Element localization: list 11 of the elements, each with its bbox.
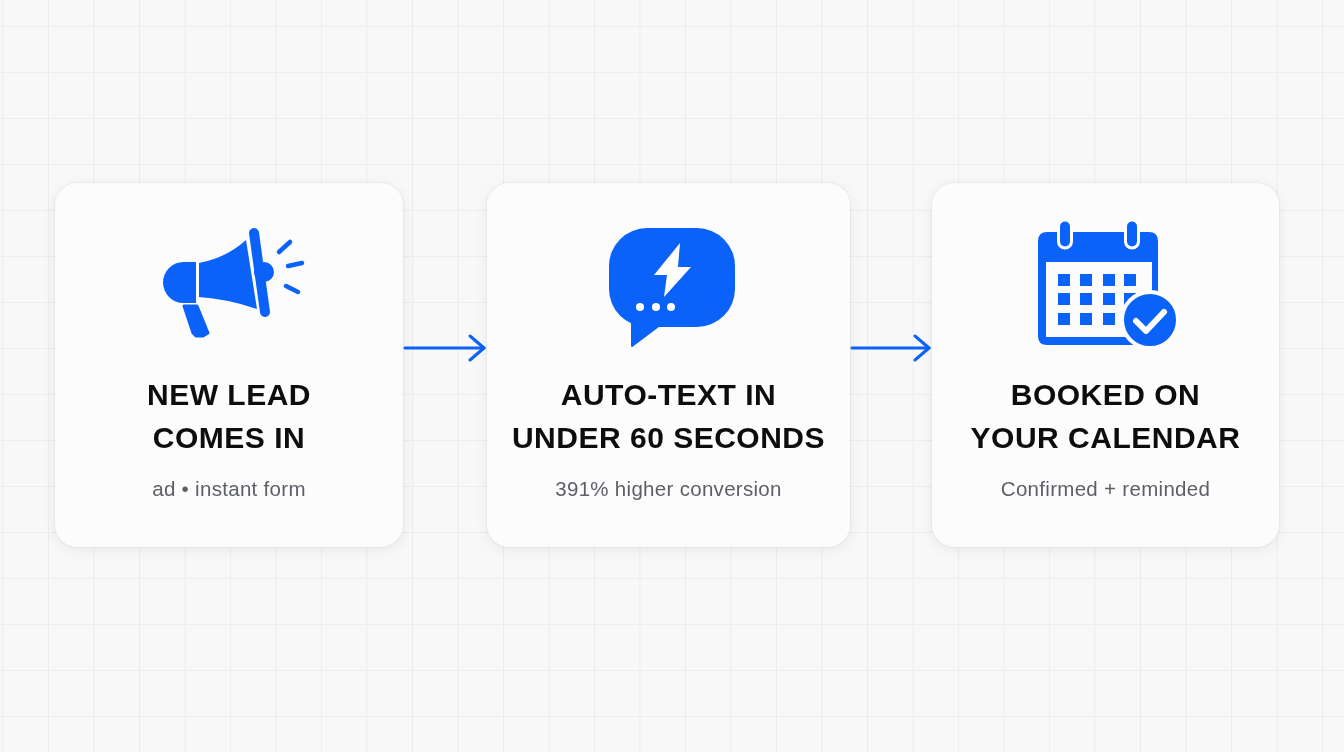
step-subtitle: 391% higher conversion [555,476,782,502]
step-subtitle: ad • instant form [152,476,306,502]
step-card [932,183,1279,547]
step-title: AUTO-TEXT IN UNDER 60 SECONDS [510,377,827,456]
step-card [55,183,403,547]
step-subtitle: Confirmed + reminded [1000,476,1211,502]
arrow [850,334,931,362]
step-title: NEW LEAD COMES IN [146,377,312,456]
step-card [487,183,850,547]
arrow [403,334,486,362]
step-title: BOOKED ON YOUR CALENDAR [969,377,1242,456]
